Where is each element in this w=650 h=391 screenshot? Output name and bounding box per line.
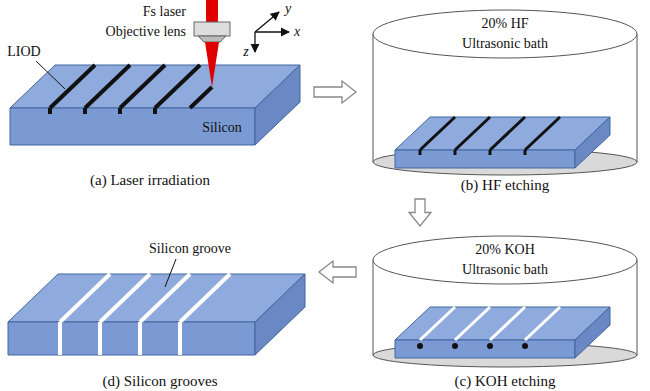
wafer-side [255,274,305,355]
silicon-wafer [8,274,305,355]
wafer-side [575,307,610,358]
beaker-wall [373,34,374,162]
groove-stroke [85,65,130,108]
groove-stroke [178,322,182,355]
silicon-wafer [395,307,610,358]
groove-stroke [525,117,560,150]
groove-stroke [489,150,492,155]
panel-label: Fs laser [143,4,186,19]
panel-label: 20% HF [481,16,528,31]
panel-label: Ultrasonic bath [462,262,548,277]
wafer-front [395,150,575,168]
groove-stroke [138,322,142,355]
groove-stroke [180,274,230,322]
process-panel: Silicon groove (d) Silicon grooves [0,230,315,391]
beaker-wall [373,260,374,355]
panel-caption: (a) Laser irradiation [90,172,210,189]
undercut-dot [417,343,423,349]
groove-stroke [420,117,455,150]
groove-stroke [454,150,457,155]
groove-stroke [100,274,150,322]
panel-caption: (c) KOH etching [455,373,556,390]
groove-stroke [58,322,62,355]
groove-stroke [83,108,87,114]
wafer-top [395,117,610,150]
wafer-front [395,340,575,358]
wafer-side [255,65,300,145]
groove-stroke [524,150,527,155]
liod-lines [50,65,212,114]
panel-label: Silicon [202,120,242,135]
wafer-side [575,117,610,168]
beaker-rim [373,236,637,284]
groove-stroke [60,274,110,322]
process-panel: 20% KOH Ultrasonic bath (c) KOH etching [360,230,650,391]
groove-stroke [50,65,95,108]
groove-stroke [120,65,165,108]
axis-label: x [294,24,300,39]
process-panel: Fs laserObjective lensLIOD Silicon (a) Las… [0,0,310,195]
groove-stroke [419,150,422,155]
groove-stroke [455,117,490,150]
axis-y [255,12,279,32]
groove-stroke [48,108,52,114]
process-panel: 20% HF Ultrasonic bath (b) HF etching [360,0,650,195]
groove-stroke [118,108,122,114]
groove-stroke [525,307,560,340]
silicon-wafer [395,117,610,168]
laser-beam [206,0,218,22]
silicon-wafer [10,65,300,145]
groove-stroke [140,274,190,322]
wafer-top [395,307,610,340]
groove-stroke [153,108,157,114]
beaker-rim [373,10,637,58]
wafer-top [10,65,300,108]
wafer-top [8,274,305,322]
liod-lines [420,117,560,155]
groove-stroke [190,87,212,108]
undercut-dot [452,343,458,349]
panel-label: 20% KOH [475,242,535,257]
beaker-bottom [373,149,637,175]
undercut-dot [487,343,493,349]
groove-stroke [155,65,200,108]
panel-caption: (b) HF etching [461,177,549,194]
groove-stroke [420,307,455,340]
axis-label: y [285,1,291,16]
beaker-wall [637,34,638,162]
process-arrow [409,199,431,226]
axes [255,12,289,52]
leader-line [36,61,65,89]
groove-stroke [490,307,525,340]
undercut-dot [522,343,528,349]
panel-label: Objective lens [106,24,186,39]
groove-stroke [490,117,525,150]
axis-z [254,32,255,52]
panel-label: Ultrasonic bath [462,36,548,51]
axis-label: z [243,44,248,59]
wafer-front [8,322,255,355]
panel-caption: (d) Silicon grooves [103,373,218,390]
lens-tip [198,36,226,42]
process-arrow [319,261,356,283]
wafer-front [10,108,255,145]
axis-x [255,31,289,32]
panel-label: LIOD [7,44,40,59]
process-arrow [314,81,356,103]
groove-lines [417,307,560,349]
laser-focus [205,42,219,87]
leader-line [165,259,176,287]
groove-lines [60,274,230,355]
beaker-wall [637,260,638,355]
groove-stroke [98,322,102,355]
groove-stroke [455,307,490,340]
panel-label: Silicon groove [149,241,231,256]
objective-lens [194,22,230,36]
